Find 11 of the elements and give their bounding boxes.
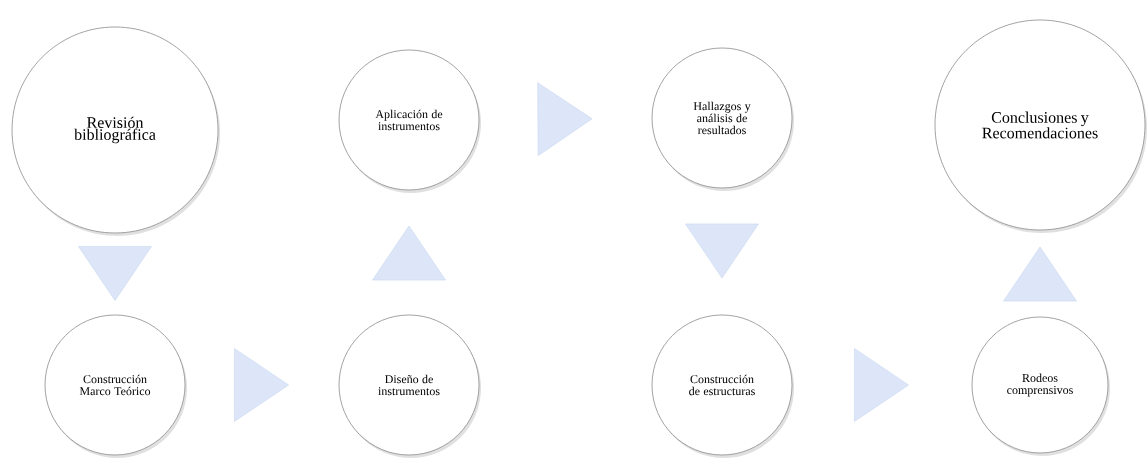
node-label: Conclusiones y Recomendaciones [982,111,1098,139]
node-label: Construcción Marco Teórico [79,374,151,396]
arrow [685,223,759,279]
node-label: Construcción de estructuras [689,374,755,396]
node-label: Diseño de instrumentos [378,374,440,396]
arrow [372,225,446,281]
arrow [1003,246,1077,302]
arrow [853,348,909,422]
arrow [233,348,289,422]
arrow [78,245,152,301]
arrow [537,82,593,156]
